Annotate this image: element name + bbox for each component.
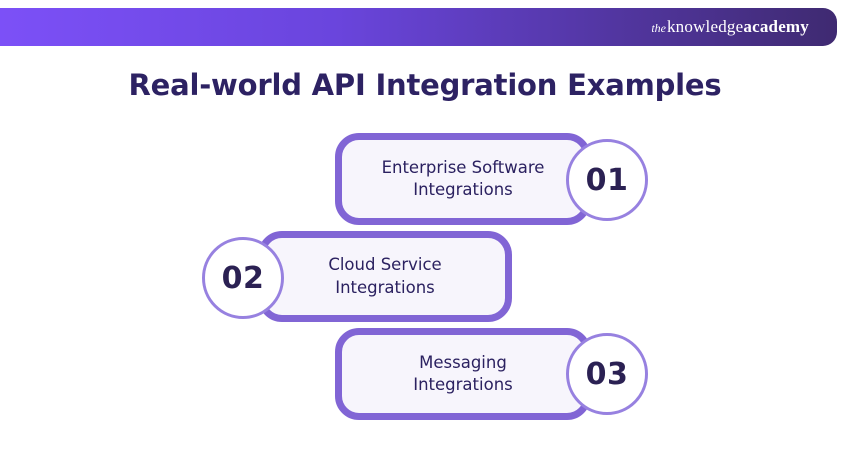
knowledge-academy-logo: theknowledgeacademy (651, 18, 837, 36)
item-3-number: 03 (585, 356, 629, 392)
item-1-box: Enterprise Software Integrations (335, 133, 591, 225)
item-1-number: 01 (585, 162, 629, 198)
item-3-number-badge: 03 (566, 333, 648, 415)
item-1-number-badge: 01 (566, 139, 648, 221)
page-title: Real-world API Integration Examples (128, 68, 722, 102)
item-2-number-badge: 02 (202, 237, 284, 319)
item-3-box: Messaging Integrations (335, 328, 591, 420)
logo-knowledge: knowledge (666, 17, 744, 36)
item-1-label: Enterprise Software Integrations (381, 157, 545, 199)
logo-academy: academy (743, 17, 809, 36)
header-bar: theknowledgeacademy (0, 8, 837, 46)
logo-the: the (651, 21, 666, 35)
item-2-box: Cloud Service Integrations (258, 231, 512, 322)
item-2-number: 02 (221, 260, 265, 296)
item-2-label: Cloud Service Integrations (328, 255, 442, 297)
item-3-label: Messaging Integrations (413, 352, 513, 394)
